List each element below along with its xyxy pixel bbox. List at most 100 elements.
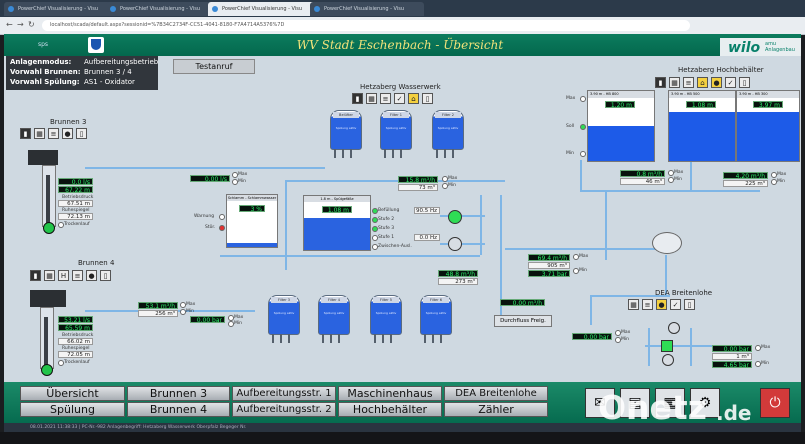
- min-label: Min: [448, 183, 456, 188]
- well4-value2: 72.05 m: [58, 351, 93, 358]
- pump-icon[interactable]: ▮: [655, 77, 666, 88]
- pipe: [580, 190, 760, 192]
- dea-pump2-icon[interactable]: [662, 354, 674, 366]
- pump-stopped-icon[interactable]: [448, 237, 462, 251]
- flush-tank[interactable]: 1.8 m - Spülgefäße 1.08 m: [303, 195, 371, 251]
- nav-machinehouse-button[interactable]: Maschinenhaus: [338, 386, 442, 401]
- nav-flush-button[interactable]: Spülung: [20, 402, 125, 417]
- nav-well3-button[interactable]: Brunnen 3: [127, 386, 230, 401]
- home-icon[interactable]: ⌂: [408, 93, 419, 104]
- waterworks-inflow-total: 73 m³: [398, 184, 438, 191]
- reservoir-right[interactable]: 3.90 m - HB 300 3.97 m: [736, 90, 800, 162]
- reload-icon[interactable]: ↻: [28, 20, 35, 29]
- tank-legs: [420, 334, 450, 343]
- reservoir-left[interactable]: 3.90 m - HB 800 1.20 m: [587, 90, 655, 162]
- flush-tank-level: 1.08 m: [322, 206, 352, 214]
- nav-overview-button[interactable]: Übersicht: [20, 386, 125, 401]
- manual-icon[interactable]: ▦: [34, 128, 45, 139]
- forward-icon[interactable]: →: [17, 20, 24, 29]
- stage-label: Befüllung: [378, 208, 400, 213]
- pump-icon[interactable]: ▮: [352, 93, 363, 104]
- trend-icon[interactable]: ▤: [620, 388, 650, 418]
- max-label: Max: [238, 172, 248, 177]
- door-icon[interactable]: ▯: [684, 299, 695, 310]
- well4-flow: 53.21 l/s: [58, 316, 93, 324]
- well3-pump-status[interactable]: [43, 222, 55, 234]
- door-icon[interactable]: ▯: [76, 128, 87, 139]
- flush-tank-fill: [304, 218, 370, 250]
- browser-tab[interactable]: PowerChief Visualisierung - Visu: [106, 2, 220, 16]
- check-icon[interactable]: ✓: [670, 299, 681, 310]
- door-icon[interactable]: ▯: [100, 270, 111, 281]
- reservoir-right-label: 3.90 m - HB 300: [737, 91, 799, 98]
- tab-label: PowerChief Visualisierung - Visu: [222, 6, 303, 12]
- status-icon[interactable]: ●: [86, 270, 97, 281]
- browser-tab-active[interactable]: PowerChief Visualisierung - Visu: [208, 2, 322, 16]
- tank-legs: [370, 334, 400, 343]
- tank-status: Spülung aktiv: [335, 126, 357, 130]
- nav-well4-button[interactable]: Brunnen 4: [127, 402, 230, 417]
- nav-dea-button[interactable]: DEA Breitenlohe: [444, 386, 548, 401]
- nav-treatment2-button[interactable]: Aufbereitungsstr. 2: [232, 402, 336, 417]
- alarm-list-icon[interactable]: ✉: [585, 388, 615, 418]
- url-field[interactable]: localhost/scada/default.aspx?sessionid=%…: [42, 20, 690, 31]
- test-call-button[interactable]: Testanruf: [173, 59, 255, 74]
- report-icon[interactable]: ▦: [655, 388, 685, 418]
- manual-icon[interactable]: ▦: [366, 93, 377, 104]
- nav-treatment1-button[interactable]: Aufbereitungsstr. 1: [232, 386, 336, 401]
- home-icon[interactable]: ⌂: [697, 77, 708, 88]
- well4-meas-flow: 53.1 m³/h: [138, 302, 178, 310]
- hand-icon[interactable]: H: [58, 270, 69, 281]
- shutdown-icon[interactable]: ⏻: [760, 388, 790, 418]
- sludge-error-label: Stör.: [205, 225, 216, 230]
- browser-tab[interactable]: PowerChief Visualisierung - Visu: [310, 2, 424, 16]
- nav-meter-button[interactable]: Zähler: [444, 402, 548, 417]
- list-icon[interactable]: ≡: [642, 299, 653, 310]
- pump-icon[interactable]: ▮: [30, 270, 41, 281]
- status-icon[interactable]: ●: [711, 77, 722, 88]
- tank-legs: [268, 334, 298, 343]
- flow-release-button[interactable]: Durchfluss Freig.: [494, 315, 552, 327]
- pump-running-icon[interactable]: [448, 210, 462, 224]
- check-icon[interactable]: ✓: [725, 77, 736, 88]
- manual-icon[interactable]: ▦: [44, 270, 55, 281]
- tank-label: Belüfter: [333, 112, 359, 118]
- dea-pressure-vessel-icon[interactable]: [661, 340, 673, 352]
- settings-icon[interactable]: ⚙: [690, 388, 720, 418]
- tank-status: Spülung aktiv: [375, 311, 397, 315]
- list-icon[interactable]: ≡: [48, 128, 59, 139]
- well4-pump-status[interactable]: [41, 364, 53, 376]
- favicon-icon: [8, 6, 14, 12]
- check-icon[interactable]: ✓: [394, 93, 405, 104]
- back-icon[interactable]: ←: [6, 20, 13, 29]
- list-icon[interactable]: ≡: [683, 77, 694, 88]
- list-icon[interactable]: ≡: [380, 93, 391, 104]
- stage-dot: [372, 226, 378, 232]
- distribution-flow: 69.4 m³/h: [528, 254, 570, 262]
- pump-icon[interactable]: ▮: [20, 128, 31, 139]
- nav-reservoir-button[interactable]: Hochbehälter: [338, 402, 442, 417]
- status-icon[interactable]: ●: [62, 128, 73, 139]
- list-icon[interactable]: ≡: [72, 270, 83, 281]
- manual-icon[interactable]: ▦: [669, 77, 680, 88]
- sludge-tank[interactable]: Schlamm - Schlammwasser 3 %: [226, 194, 278, 248]
- manual-icon[interactable]: ▦: [628, 299, 639, 310]
- dea-pump1-icon[interactable]: [668, 322, 680, 334]
- well4-level: 65.59 m: [58, 324, 93, 332]
- dea-in-min-dot: [615, 337, 621, 343]
- tank-label: Filter 1: [383, 112, 409, 118]
- flush-preselect-label: Vorwahl Spülung:: [10, 78, 80, 86]
- door-icon[interactable]: ▯: [422, 93, 433, 104]
- status-icon[interactable]: ●: [656, 299, 667, 310]
- door-icon[interactable]: ▯: [739, 77, 750, 88]
- browser-tab[interactable]: PowerChief Visualisierung - Visu: [4, 2, 118, 16]
- well4-aux-min-dot: [228, 321, 234, 327]
- reservoir-mid[interactable]: 3.90 m - HB 500 1.08 m: [668, 90, 736, 162]
